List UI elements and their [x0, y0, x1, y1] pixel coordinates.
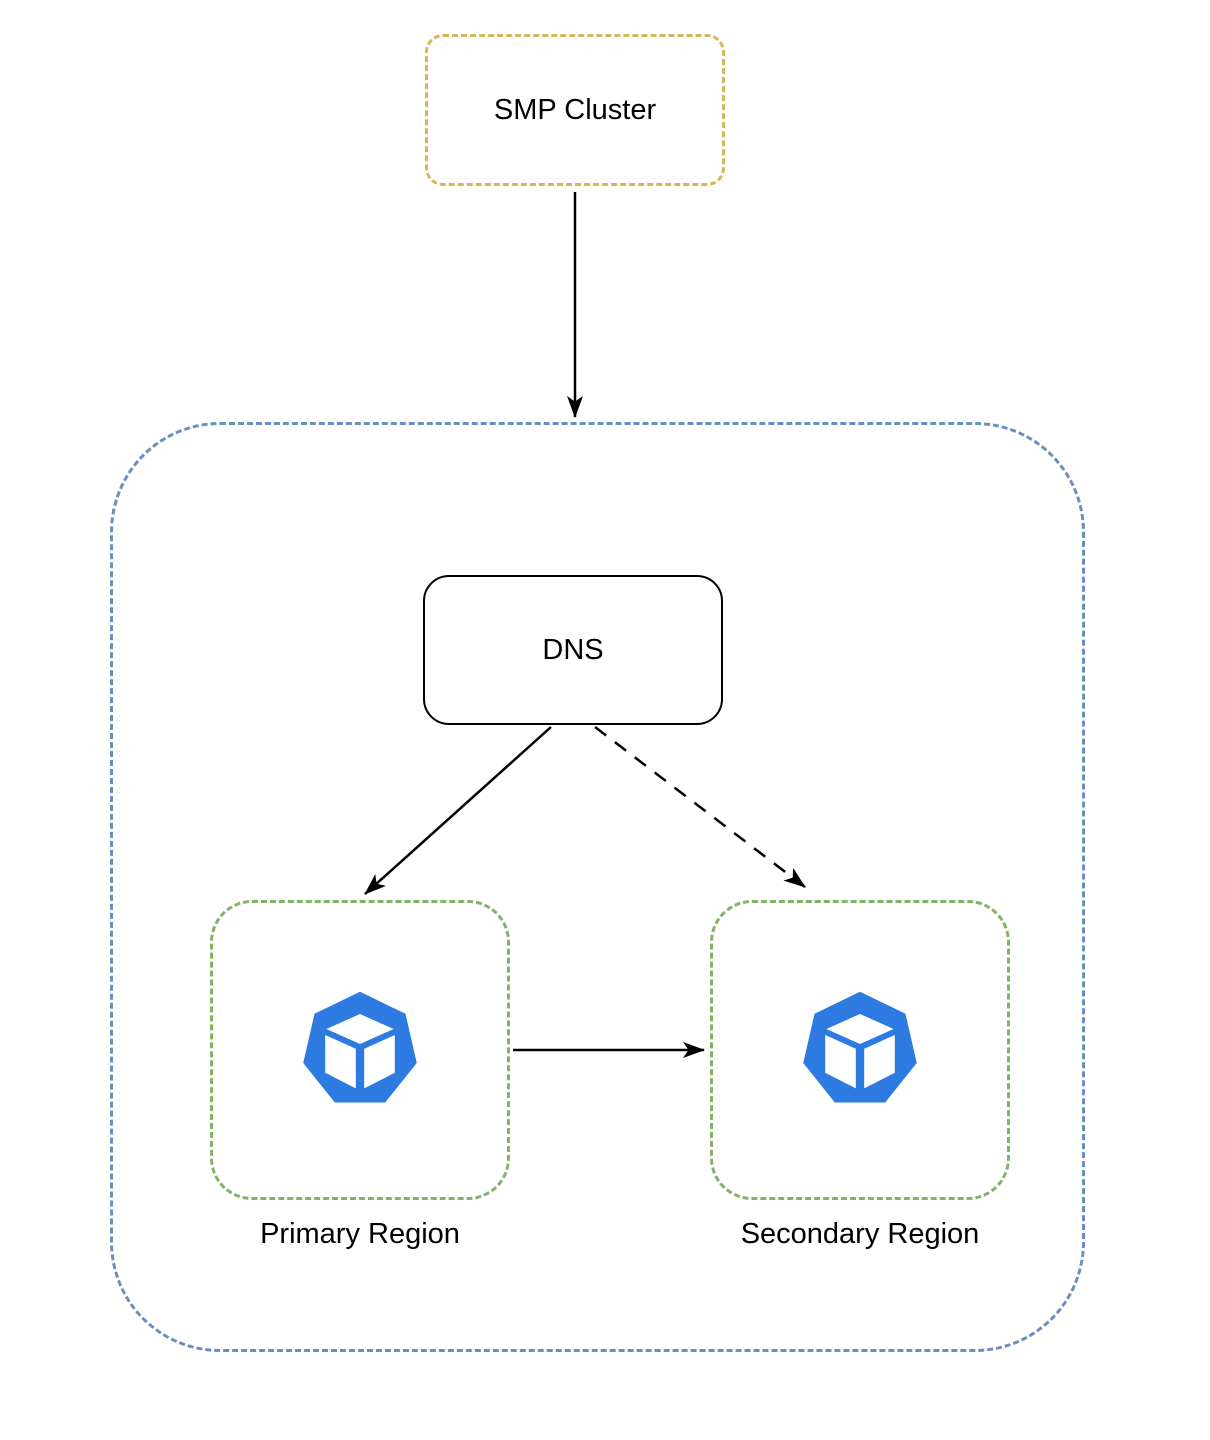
secondary-region-caption: Secondary Region	[740, 1218, 980, 1250]
primary-region-node	[210, 900, 510, 1200]
smp-cluster-label: SMP Cluster	[493, 93, 657, 126]
smp-cluster-node: SMP Cluster	[425, 34, 725, 186]
kubernetes-cluster-icon	[303, 991, 417, 1103]
secondary-region-node	[710, 900, 1010, 1200]
region-container-group	[110, 422, 1085, 1352]
dns-label: DNS	[542, 633, 604, 666]
dns-node: DNS	[423, 575, 723, 725]
kubernetes-cluster-icon	[803, 991, 917, 1103]
primary-region-caption: Primary Region	[260, 1218, 460, 1250]
